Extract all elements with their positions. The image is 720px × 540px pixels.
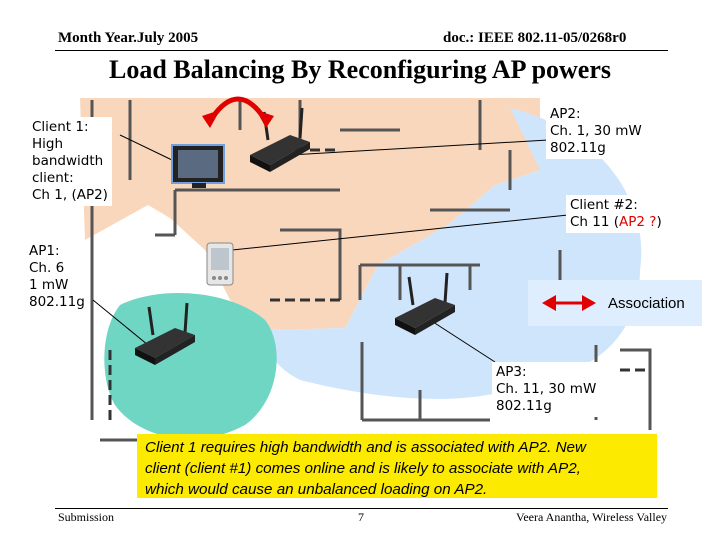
client1-line: client: [32, 170, 74, 186]
client2-line2-highlight: AP2 ? [619, 214, 657, 230]
note-line: client (client #1) comes online and is l… [145, 460, 581, 477]
association-arc-arrow [202, 96, 274, 128]
ap2-callout: AP2: Ch. 1, 30 mW 802.11g [546, 104, 646, 159]
note-line: Client 1 requires high bandwidth and is … [145, 439, 586, 456]
client1-line: Ch 1, (AP2) [32, 187, 108, 203]
ap2-router-icon [250, 107, 310, 172]
client2-line1: Client #2: [570, 197, 638, 213]
client2-pda-icon [206, 242, 234, 286]
ap1-router-icon [135, 302, 195, 365]
ap3-line: Ch. 11, 30 mW [496, 381, 597, 397]
client1-callout: Client 1: High bandwidth client: Ch 1, (… [28, 117, 112, 206]
client1-line: High [32, 136, 64, 152]
client1-monitor-icon [171, 144, 225, 188]
ap2-line: AP2: [550, 106, 581, 122]
ap3-line: AP3: [496, 364, 527, 380]
ap1-line: Ch. 6 [29, 260, 65, 276]
ap3-callout: AP3: Ch. 11, 30 mW 802.11g [492, 362, 601, 417]
ap2-line: 802.11g [550, 140, 606, 156]
client2-line2-prefix: Ch 11 ( [570, 214, 620, 230]
explanation-note: Client 1 requires high bandwidth and is … [137, 434, 657, 498]
association-label: Association [608, 295, 685, 312]
note-line: which would cause an unbalanced loading … [145, 481, 488, 498]
slide-title: Load Balancing By Reconfiguring AP power… [109, 55, 611, 84]
callout-leaders [92, 134, 569, 363]
header-rule [55, 50, 668, 51]
ap1-line: AP1: [29, 243, 60, 259]
ap3-coverage-area [266, 108, 642, 399]
page-number: 7 [358, 510, 364, 524]
client2-line2: Ch 11 (AP2 ?) [570, 214, 662, 231]
footer-rule [55, 508, 668, 509]
ap2-line: Ch. 1, 30 mW [550, 123, 642, 139]
ap3-router-icon [395, 272, 455, 335]
client2-callout: Client #2: Ch 11 (AP2 ?) [566, 195, 666, 233]
ap1-coverage-area [104, 293, 277, 439]
ap1-line: 802.11g [29, 294, 85, 310]
ap1-callout: AP1: Ch. 6 1 mW 802.11g [25, 241, 89, 313]
header-right: doc.: IEEE 802.11-05/0268r0 [443, 30, 627, 46]
client2-line2-suffix: ) [656, 214, 662, 230]
floorplan-walls [90, 100, 652, 442]
ap3-line: 802.11g [496, 398, 552, 414]
ap1-line: 1 mW [29, 277, 69, 293]
header-left: Month Year.July 2005 [58, 30, 199, 46]
footer-right: Veera Anantha, Wireless Valley [516, 510, 668, 524]
client1-line: Client 1: [32, 119, 89, 135]
client1-line: bandwidth [32, 153, 104, 169]
footer-left: Submission [58, 510, 115, 524]
